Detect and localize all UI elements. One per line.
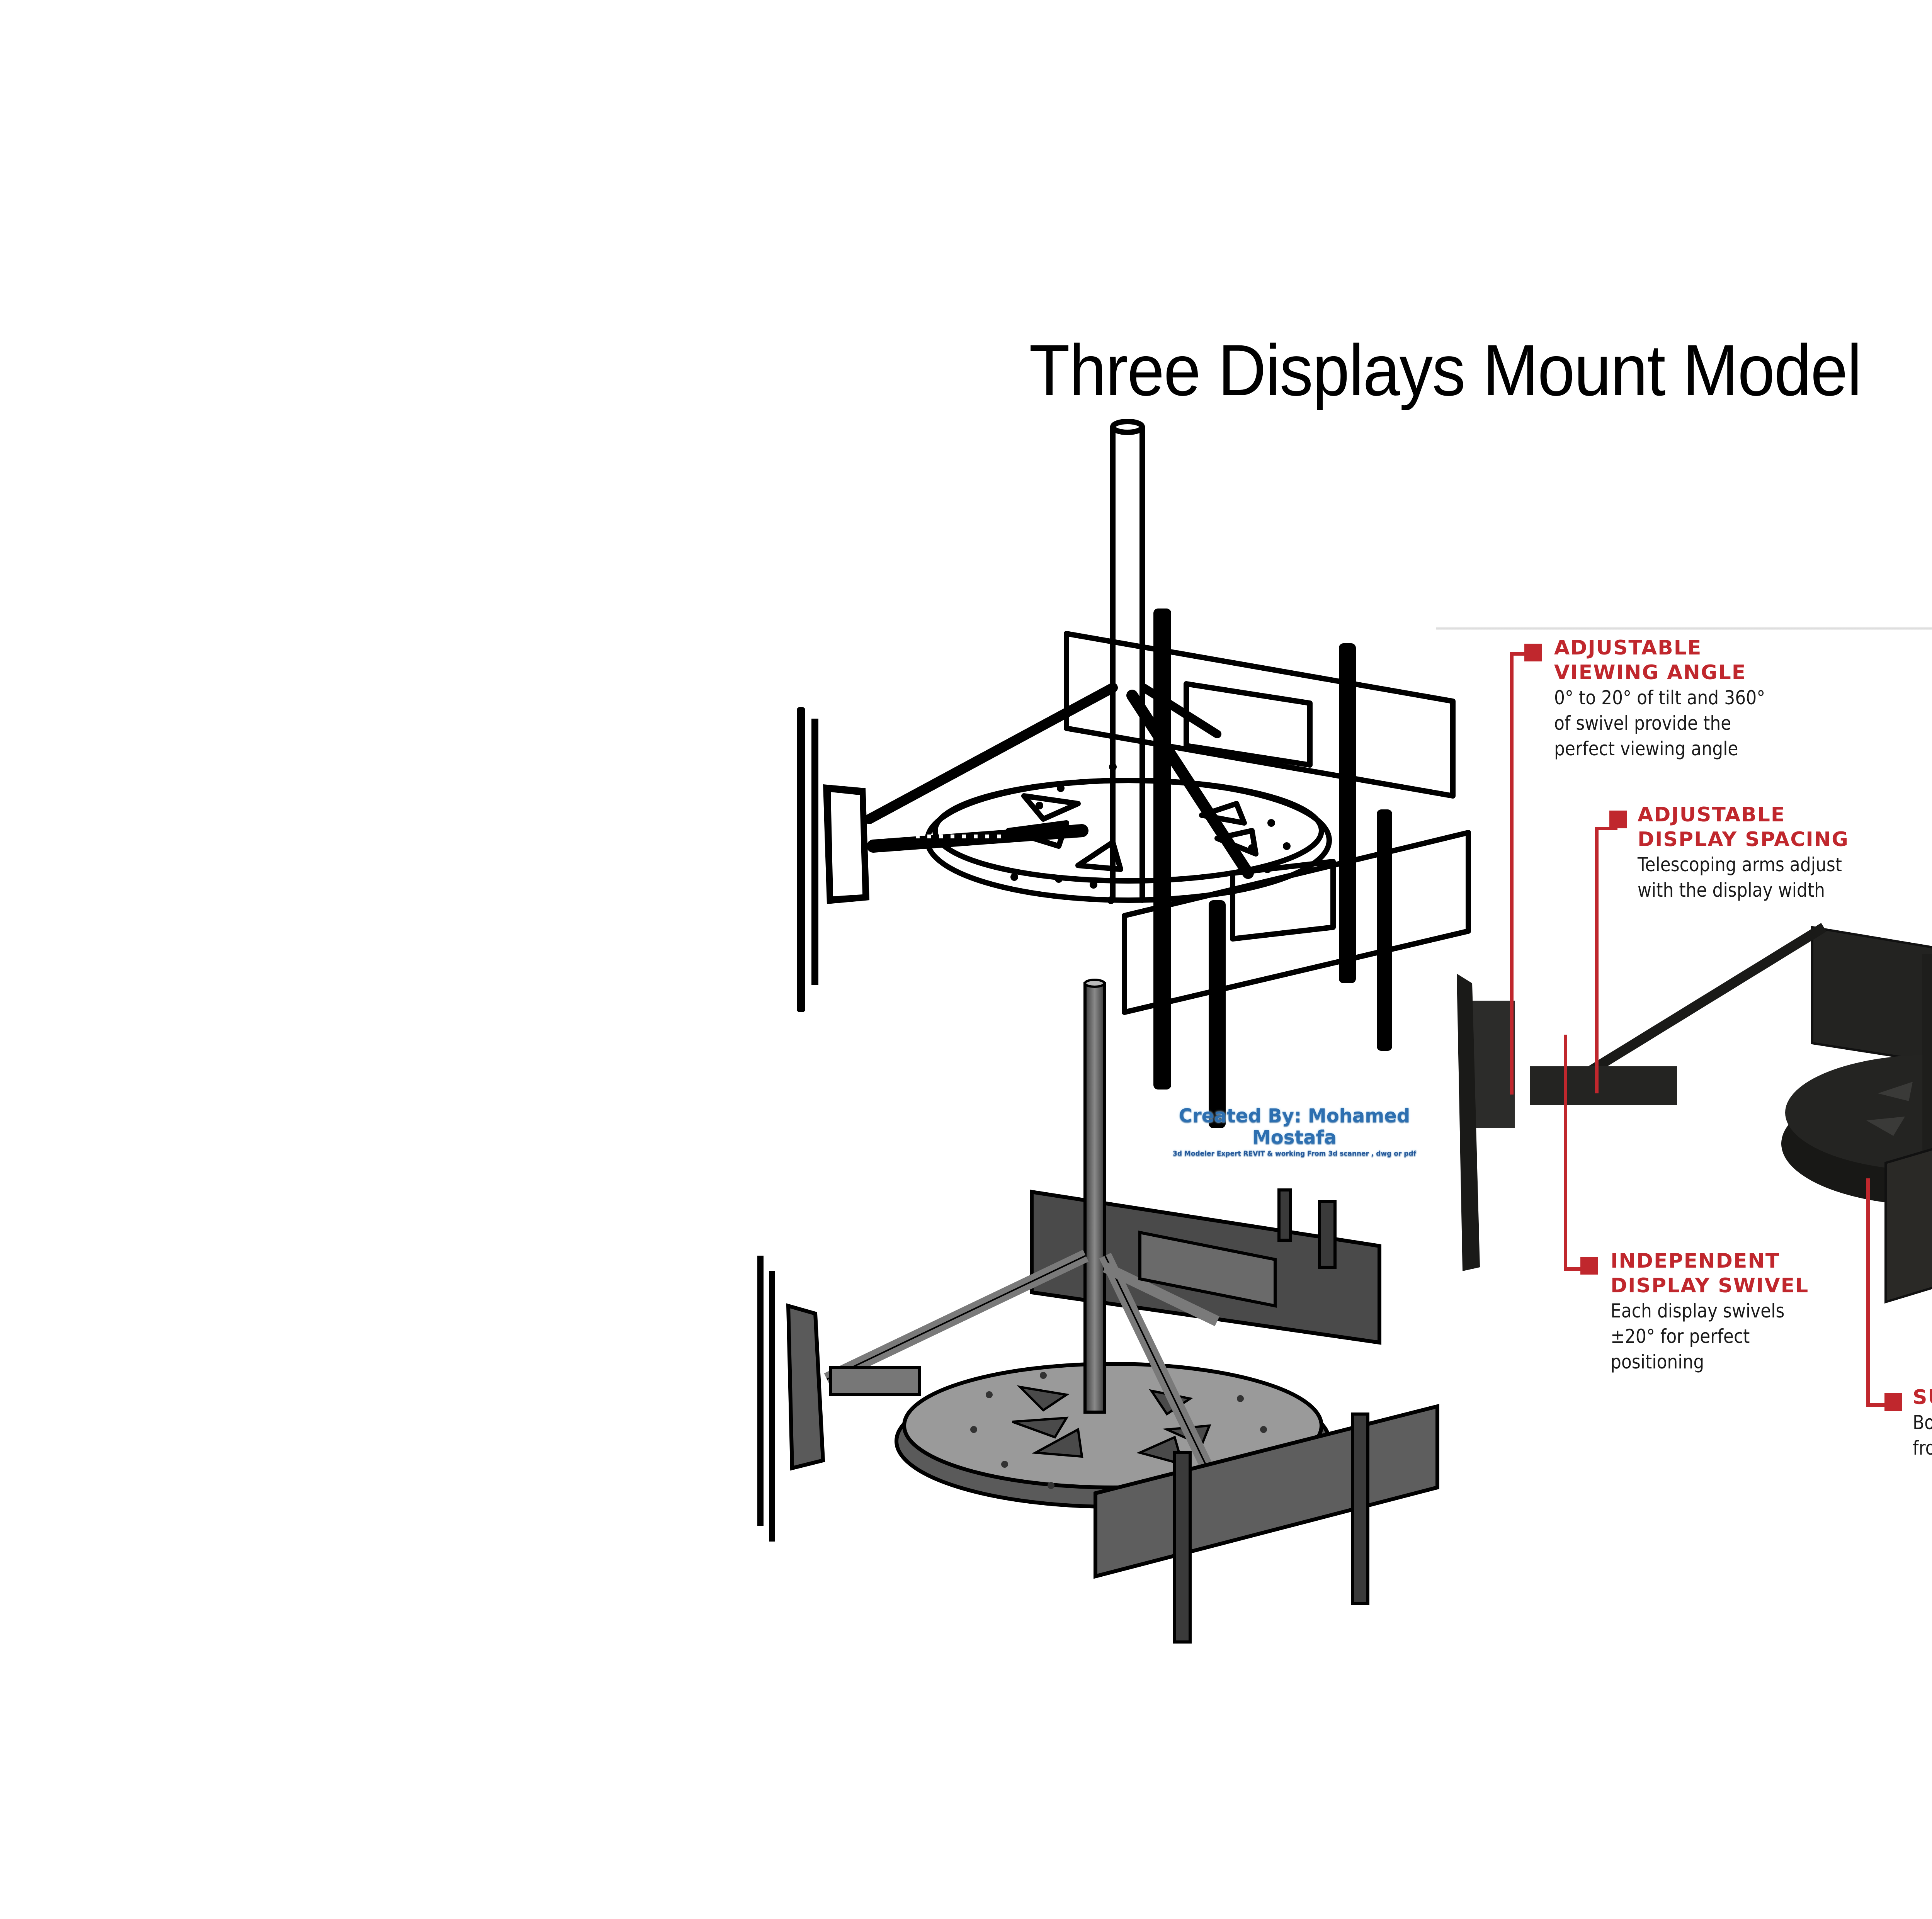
callout-heading: ADJUSTABLE DISPLAY SPACING: [1638, 803, 1849, 851]
callout-marker-viewing-angle: [1524, 644, 1542, 661]
author-watermark: Created By: Mohamed Mostafa 3d Modeler E…: [1136, 1105, 1453, 1158]
leader-line-display-spacing: [1595, 827, 1599, 1093]
leader-line-display-swivel-tick: [1564, 1267, 1589, 1271]
callout-body: Each display swivels ±20° for perfect po…: [1611, 1300, 1785, 1373]
callout-body: Bottom cover hides cables from view: [1913, 1411, 1932, 1459]
leader-line-viewing-angle-tick: [1510, 652, 1533, 656]
leader-line-aesthetics: [1866, 1178, 1870, 1406]
leader-line-display-swivel: [1564, 1035, 1567, 1270]
callout-body: 0° to 20° of tilt and 360° of swivel pro…: [1554, 687, 1765, 760]
callout-viewing-angle: ADJUSTABLE VIEWING ANGLE 0° to 20° of ti…: [1554, 636, 1863, 761]
leader-line-display-spacing-tick: [1595, 827, 1617, 830]
leader-line-viewing-angle: [1510, 652, 1514, 1095]
callout-body: Telescoping arms adjust with the display…: [1638, 853, 1842, 901]
watermark-tagline: 3d Modeler Expert REVIT & working From 3…: [1172, 1150, 1416, 1158]
callout-heading: INDEPENDENT DISPLAY SWIVEL: [1611, 1249, 1809, 1297]
callout-marker-display-spacing: [1609, 811, 1627, 828]
callout-display-spacing: ADJUSTABLE DISPLAY SPACING Telescoping a…: [1638, 802, 1932, 903]
callout-marker-aesthetics: [1884, 1393, 1902, 1411]
callout-display-swivel: INDEPENDENT DISPLAY SWIVEL Each display …: [1611, 1249, 1881, 1375]
callout-heading: SUPERIOR AESTHETICS: [1913, 1386, 1932, 1409]
panel-divider: [1436, 627, 1932, 630]
callout-aesthetics: SUPERIOR AESTHETICS Bottom cover hides c…: [1913, 1385, 1932, 1461]
watermark-author: Created By: Mohamed Mostafa: [1179, 1105, 1410, 1148]
callout-marker-display-swivel: [1580, 1257, 1598, 1275]
callout-heading: ADJUSTABLE VIEWING ANGLE: [1554, 636, 1747, 684]
page-title: Three Displays Mount Model: [1029, 330, 1862, 411]
leader-line-aesthetics-tick: [1866, 1403, 1893, 1407]
